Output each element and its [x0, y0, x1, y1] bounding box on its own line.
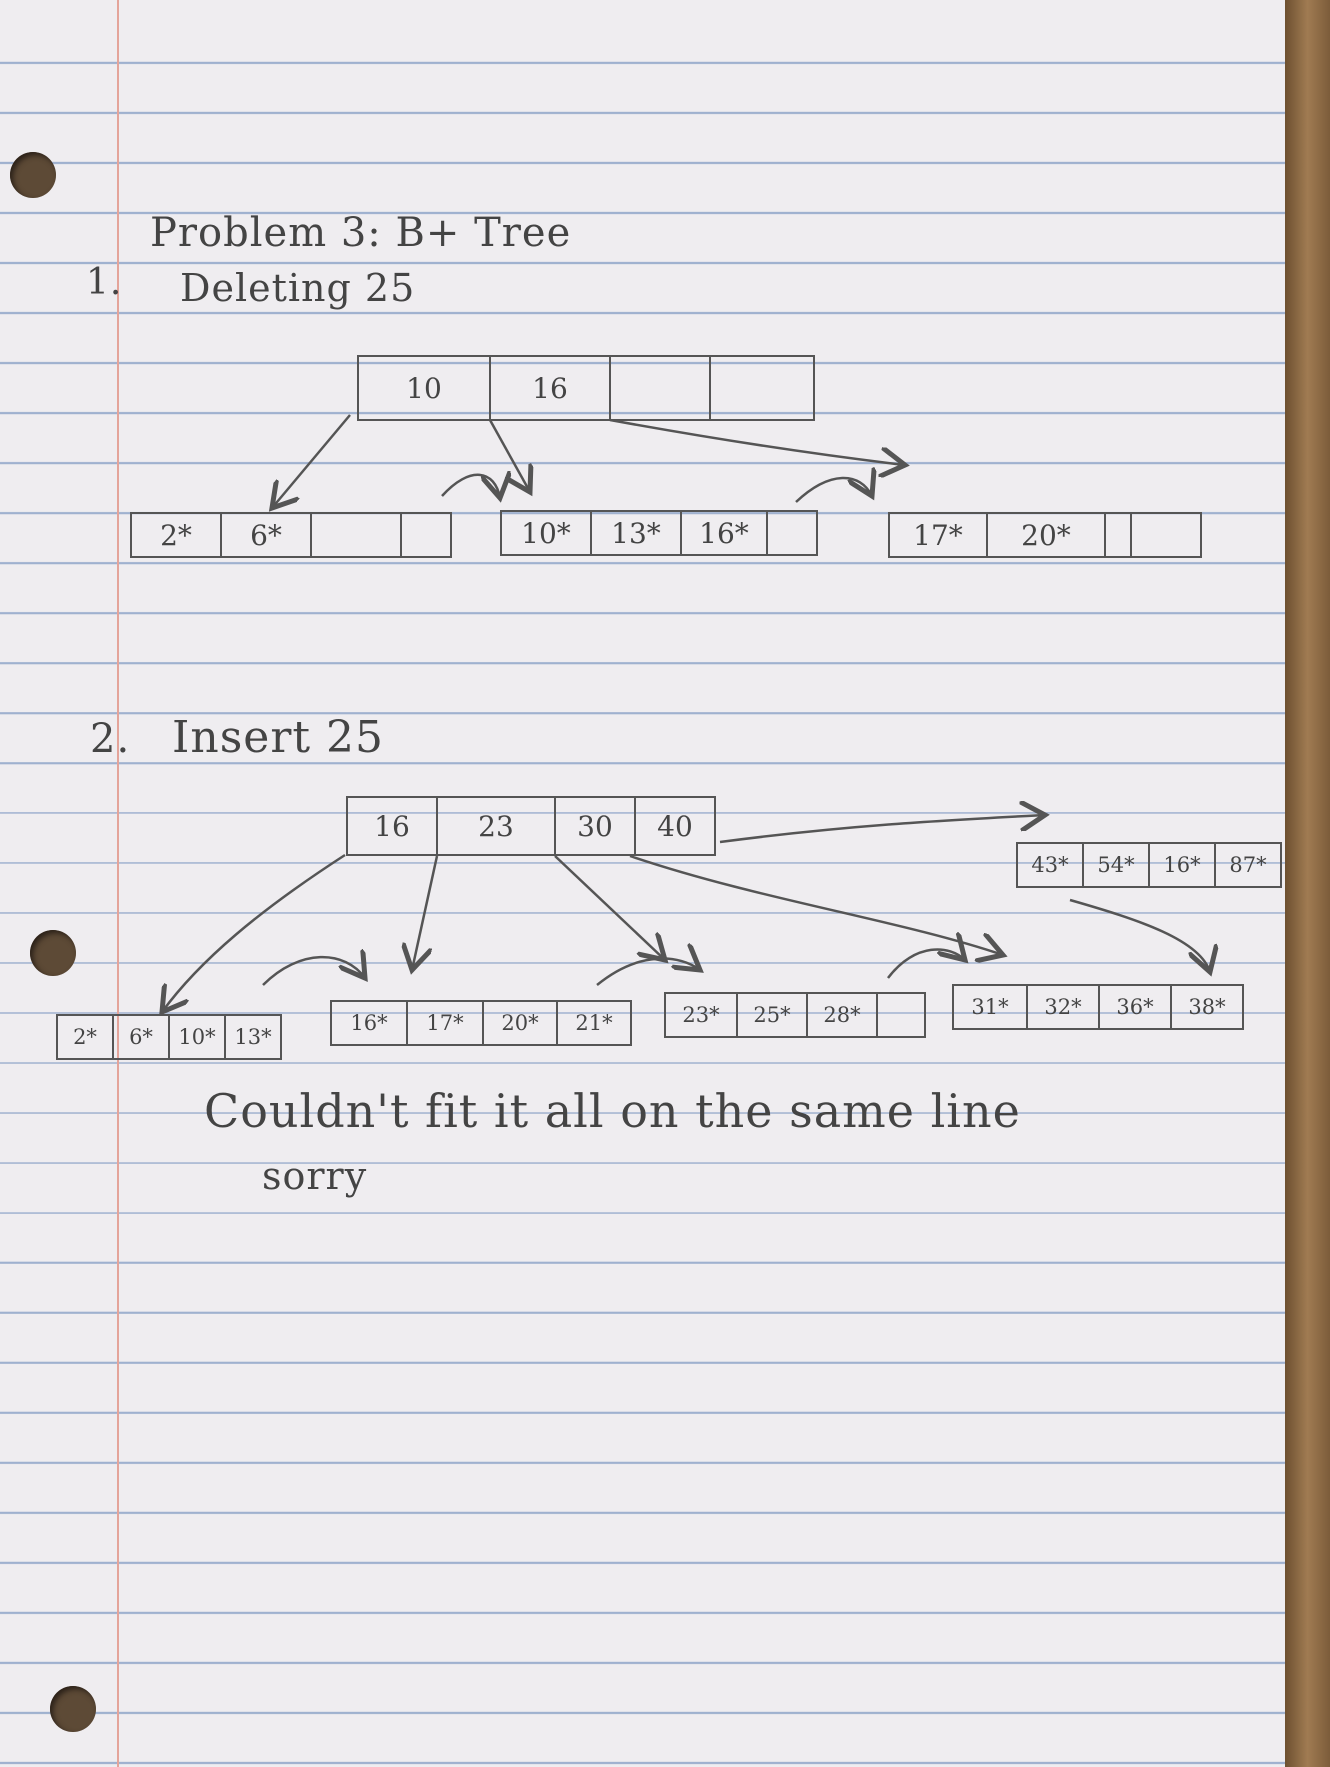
entry-cell: 36* [1100, 986, 1172, 1028]
entry-cell: 13* [234, 1025, 272, 1049]
entry-cell: 23* [666, 994, 738, 1036]
entry-cell: 25* [738, 994, 808, 1036]
pointer-arrow [488, 419, 530, 492]
note-line-1: Couldn't fit it all on the same line [204, 1084, 1021, 1138]
entry-cell: 2* [132, 514, 222, 556]
sibling-arrow [795, 478, 872, 503]
sibling-arrow [887, 949, 965, 979]
key-cell: 23 [438, 798, 556, 854]
entry-cell: 43* [1018, 844, 1084, 886]
entry-cell: 6* [114, 1016, 170, 1058]
key-cell: 30 [556, 798, 636, 854]
entry-cell: 20* [988, 514, 1106, 556]
sibling-arrow [441, 475, 500, 498]
pointer-arrow [272, 414, 351, 508]
entry-cell: 17* [408, 1002, 484, 1044]
entry-cell: 28* [808, 994, 878, 1036]
entry-cell: 31* [954, 986, 1028, 1028]
part1-leaf-node: 2* 6* [130, 512, 452, 558]
margin-line [117, 0, 119, 1767]
entry-cell: 13* [592, 512, 682, 554]
entry-cell: 21* [575, 1011, 613, 1035]
part2-leaf-node: 2* 6* 10* 13* [56, 1014, 282, 1060]
pointer-arrow [609, 418, 905, 465]
part1-leaf-node: 17* 20* [888, 512, 1202, 558]
entry-cell: 87* [1229, 853, 1267, 877]
pointer-arrow [412, 855, 439, 970]
part2-leaf-node: 43* 54* 16* 87* [1016, 842, 1282, 888]
entry-cell: 20* [484, 1002, 558, 1044]
key-cell [611, 357, 711, 419]
part2-leaf-node: 16* 17* 20* 21* [330, 1000, 632, 1046]
notebook-page: Problem 3: B+ Tree 1. Deleting 25 10 16 … [0, 0, 1285, 1767]
entry-cell: 16* [1150, 844, 1216, 886]
entry-cell: 10* [502, 512, 592, 554]
entry-cell: 32* [1028, 986, 1100, 1028]
pointer-arrow [719, 815, 1045, 844]
part2-leaf-node: 23* 25* 28* [664, 992, 926, 1038]
part1-heading: Deleting 25 [180, 266, 416, 310]
problem-title: Problem 3: B+ Tree [150, 210, 572, 256]
punch-hole [30, 930, 76, 976]
pointer-arrow [1069, 898, 1210, 972]
key-cell: 16 [491, 357, 611, 419]
entry-cell: 6* [222, 514, 312, 556]
pointer-arrows [0, 414, 1285, 1767]
entry-cell: 10* [170, 1016, 226, 1058]
entry-cell: 16* [332, 1002, 408, 1044]
pointer-arrow [554, 855, 665, 960]
key-cell: 16 [348, 798, 438, 854]
part2-heading: Insert 25 [172, 712, 385, 763]
wood-table-edge [1285, 0, 1330, 1767]
sibling-arrow [262, 957, 365, 986]
part1-number: 1. [86, 262, 123, 303]
part1-leaf-node: 10* 13* 16* [500, 510, 818, 556]
part2-number: 2. [90, 716, 131, 762]
sibling-arrow [596, 959, 700, 986]
entry-cell: 17* [890, 514, 988, 556]
key-cell: 10 [359, 357, 491, 419]
key-cell: 40 [657, 809, 693, 843]
part1-root-node: 10 16 [357, 355, 815, 421]
pointer-arrow [629, 854, 1003, 955]
part2-root-node: 16 23 30 40 [346, 796, 716, 856]
entry-cell [1106, 514, 1132, 556]
entry-cell [312, 514, 402, 556]
note-line-2: sorry [262, 1154, 368, 1198]
punch-hole [10, 152, 56, 198]
entry-cell: 38* [1188, 995, 1226, 1019]
part2-leaf-node: 31* 32* 36* 38* [952, 984, 1244, 1030]
pointer-arrow [162, 853, 346, 1012]
entry-cell: 16* [682, 512, 768, 554]
punch-hole [50, 1686, 96, 1732]
entry-cell: 2* [58, 1016, 114, 1058]
entry-cell: 54* [1084, 844, 1150, 886]
